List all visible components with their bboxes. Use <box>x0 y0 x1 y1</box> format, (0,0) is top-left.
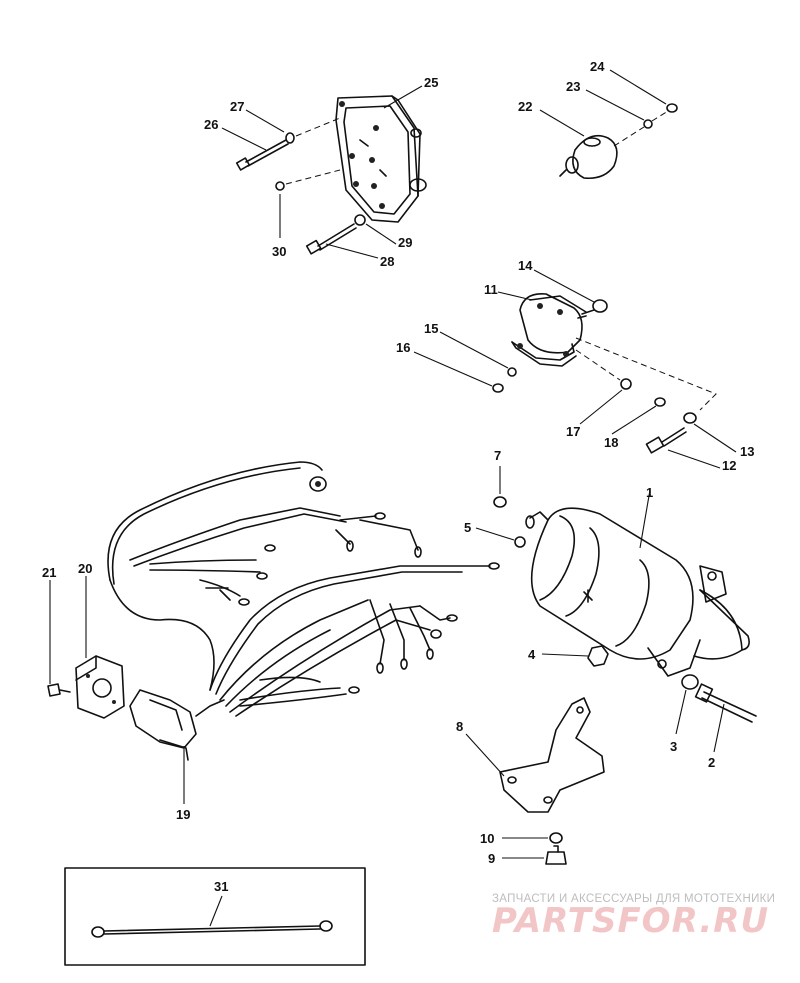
callout-31: 31 <box>214 879 228 894</box>
part-25-control-module <box>335 95 427 223</box>
callout-4: 4 <box>528 647 536 662</box>
callout-7: 7 <box>494 448 501 463</box>
watermark: ЗАПЧАСТИ И АКСЕССУАРЫ ДЛЯ МОТОТЕХНИКИ PA… <box>492 893 775 941</box>
part-18-nut <box>654 397 666 407</box>
part-20-mounting-plate <box>75 655 125 719</box>
part-16-nut <box>492 383 504 393</box>
part-29-washer <box>354 214 366 226</box>
callout-13: 13 <box>740 444 754 459</box>
callout-29: 29 <box>398 235 412 250</box>
callout-27: 27 <box>230 99 244 114</box>
callout-19: 19 <box>176 807 190 822</box>
part-7-nut <box>493 496 507 508</box>
part-8-bracket <box>499 697 605 813</box>
callout-21: 21 <box>42 565 56 580</box>
callout-15: 15 <box>424 321 438 336</box>
callout-20: 20 <box>78 561 92 576</box>
watermark-logo-text: PARTSFOR.RU <box>492 901 769 941</box>
part-9-screw <box>545 845 567 865</box>
part-21-screw <box>47 683 71 697</box>
callout-16: 16 <box>396 340 410 355</box>
part-3-washer <box>681 674 699 690</box>
part-14-screw <box>581 299 608 315</box>
part-4-nut <box>587 645 609 667</box>
callout-22: 22 <box>518 99 532 114</box>
callout-30: 30 <box>272 244 286 259</box>
part-10-washer <box>549 832 563 844</box>
part-24-nut <box>666 103 678 113</box>
part-22-sensor <box>559 134 618 180</box>
part-2-bolt <box>694 683 757 723</box>
part-28-bolt <box>305 223 357 255</box>
callout-18: 18 <box>604 435 618 450</box>
part-15-washer <box>507 367 517 377</box>
part-13-washer <box>683 412 697 424</box>
callout-2: 2 <box>708 755 715 770</box>
part-26-bolt <box>235 139 289 171</box>
callout-14: 14 <box>518 258 533 273</box>
part-23-washer <box>643 119 653 129</box>
leader-lines <box>49 69 737 927</box>
part-1-starter-motor <box>525 507 750 677</box>
callout-9: 9 <box>488 851 495 866</box>
callout-1: 1 <box>646 485 653 500</box>
callout-8: 8 <box>456 719 463 734</box>
callout-11: 11 <box>484 282 498 297</box>
callout-3: 3 <box>670 739 677 754</box>
part-30-washer <box>275 181 285 191</box>
callout-25: 25 <box>424 75 438 90</box>
part-19-wiring-harness <box>107 461 500 761</box>
part-31-inset-box <box>64 867 366 966</box>
callout-24: 24 <box>590 59 605 74</box>
watermark-tagline: ЗАПЧАСТИ И АКСЕССУАРЫ ДЛЯ МОТОТЕХНИКИ <box>492 893 775 905</box>
part-11-solenoid <box>511 293 587 367</box>
part-17-washer <box>620 378 632 390</box>
callout-17: 17 <box>566 424 580 439</box>
part-27-washer <box>285 132 295 144</box>
callout-12: 12 <box>722 458 736 473</box>
callout-23: 23 <box>566 79 580 94</box>
part-5-washer <box>514 536 526 548</box>
part-12-bolt <box>645 427 687 454</box>
callout-28: 28 <box>380 254 394 269</box>
callout-5: 5 <box>464 520 471 535</box>
part-31-ground-strap <box>91 920 333 938</box>
callout-26: 26 <box>204 117 218 132</box>
callout-10: 10 <box>480 831 494 846</box>
